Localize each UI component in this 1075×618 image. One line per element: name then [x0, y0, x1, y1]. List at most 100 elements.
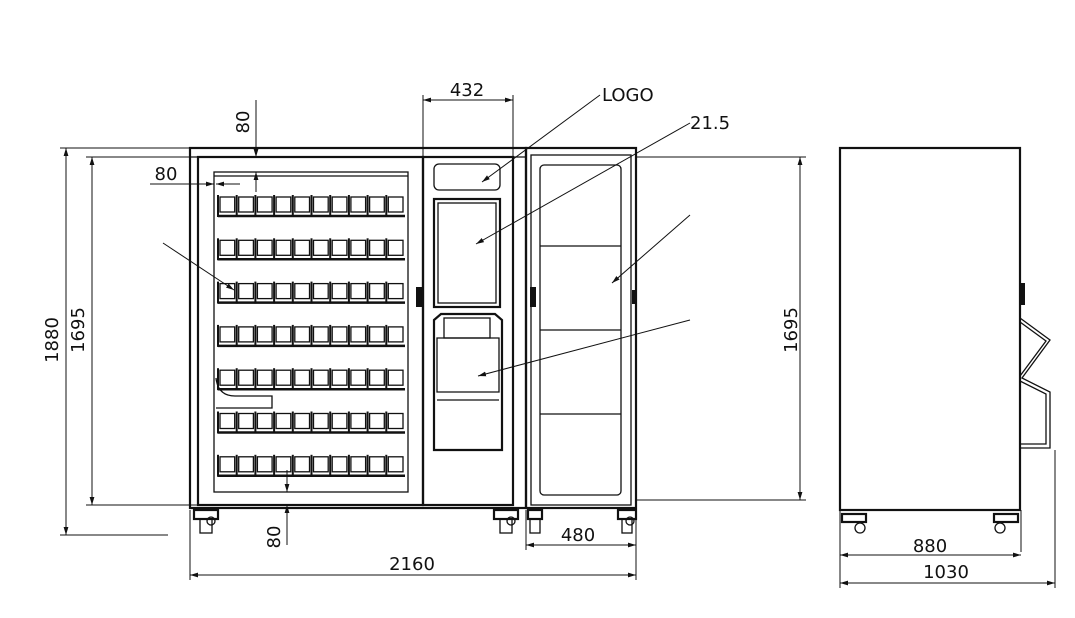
- product-slot: [238, 282, 255, 300]
- product-slot: [256, 456, 273, 473]
- product-slot: [368, 369, 385, 386]
- product-slot: [256, 196, 273, 213]
- product-slot: [350, 456, 367, 473]
- product-slot: [219, 456, 236, 473]
- side-cabinet: [524, 146, 638, 510]
- product-slot: [275, 326, 292, 343]
- product-slot: [294, 282, 311, 300]
- product-slot: [350, 326, 367, 343]
- pickup-door: [432, 312, 504, 452]
- main-cabinet: [188, 146, 528, 510]
- screen: [437, 202, 497, 304]
- product-slot: [368, 282, 385, 300]
- product-slot: [368, 239, 385, 256]
- product-slot: [331, 412, 348, 430]
- product-slot: [219, 369, 236, 386]
- product-slot: [312, 412, 329, 430]
- product-slot: [275, 456, 292, 473]
- side-view: [838, 146, 1056, 588]
- product-slot: [256, 239, 273, 256]
- product-slot: [219, 326, 236, 343]
- dim-total-width: 2160: [389, 554, 435, 575]
- product-slot: [219, 412, 236, 430]
- dim-bottom-margin: 80: [264, 526, 285, 549]
- pickup-chute: [215, 377, 273, 409]
- product-slot: [238, 412, 255, 430]
- product-slot: [238, 239, 255, 256]
- dim-top-margin: 80: [233, 111, 254, 134]
- product-slot: [387, 369, 404, 386]
- product-slot: [238, 369, 255, 386]
- product-slot: [256, 282, 273, 300]
- dim-inner-height: 1695: [68, 307, 89, 353]
- product-slot: [331, 326, 348, 343]
- door-lock-icon: [530, 287, 536, 307]
- product-slot: [387, 412, 404, 430]
- product-slot: [312, 239, 329, 256]
- product-slot: [331, 282, 348, 300]
- product-slot: [368, 412, 385, 430]
- dim-body-depth: 880: [913, 536, 947, 557]
- dimension-lines: [60, 94, 806, 580]
- dim-total-height: 1880: [42, 317, 63, 363]
- product-slot: [350, 412, 367, 430]
- shelf-row: [217, 454, 405, 478]
- product-slot: [387, 282, 404, 300]
- product-slot: [256, 369, 273, 386]
- dim-left-margin: 80: [155, 164, 178, 185]
- product-slot: [294, 456, 311, 473]
- product-slot: [350, 369, 367, 386]
- product-slot: [350, 239, 367, 256]
- product-slot: [331, 369, 348, 386]
- product-slot: [294, 196, 311, 213]
- shelf-row: [217, 195, 405, 218]
- shelf-row: [217, 238, 405, 261]
- product-slot: [368, 326, 385, 343]
- product-slot: [312, 282, 329, 300]
- product-slot: [256, 326, 273, 343]
- product-slot: [275, 282, 292, 300]
- caster-feet: [192, 508, 638, 534]
- shelf-row: [217, 368, 405, 391]
- product-slot: [350, 196, 367, 213]
- product-slot: [312, 196, 329, 213]
- product-slot: [238, 456, 255, 473]
- product-slot: [387, 456, 404, 473]
- product-slot: [294, 412, 311, 430]
- product-slot: [275, 412, 292, 430]
- dim-total-depth: 1030: [923, 562, 969, 583]
- product-slot: [275, 369, 292, 386]
- dim-cabinet-width: 480: [561, 525, 595, 546]
- shelf-row: [217, 411, 405, 434]
- control-panel: [421, 155, 515, 507]
- product-slot: [275, 239, 292, 256]
- product-slot: [387, 196, 404, 213]
- screen-size-label: 21.5: [690, 113, 730, 134]
- product-slot: [312, 326, 329, 343]
- product-slot: [219, 196, 236, 213]
- product-slot: [238, 326, 255, 343]
- logo-box: [433, 163, 501, 191]
- product-slot: [387, 326, 404, 343]
- shelf-row: [217, 324, 405, 348]
- product-slot: [368, 196, 385, 213]
- product-slot: [275, 196, 292, 213]
- product-slot: [312, 369, 329, 386]
- product-slot: [294, 369, 311, 386]
- product-slot: [312, 456, 329, 473]
- product-slot: [294, 239, 311, 256]
- product-slot: [331, 239, 348, 256]
- screen-frame: [432, 197, 502, 309]
- product-slot: [350, 282, 367, 300]
- product-slot: [331, 196, 348, 213]
- glass-window: [213, 171, 409, 493]
- dim-right-height: 1695: [781, 307, 802, 353]
- shelf-row: [217, 281, 405, 304]
- product-slot: [387, 239, 404, 256]
- product-slot: [294, 326, 311, 343]
- product-slot: [331, 456, 348, 473]
- logo-label: LOGO: [602, 85, 654, 106]
- product-slot: [368, 456, 385, 473]
- product-shelves: [217, 195, 405, 478]
